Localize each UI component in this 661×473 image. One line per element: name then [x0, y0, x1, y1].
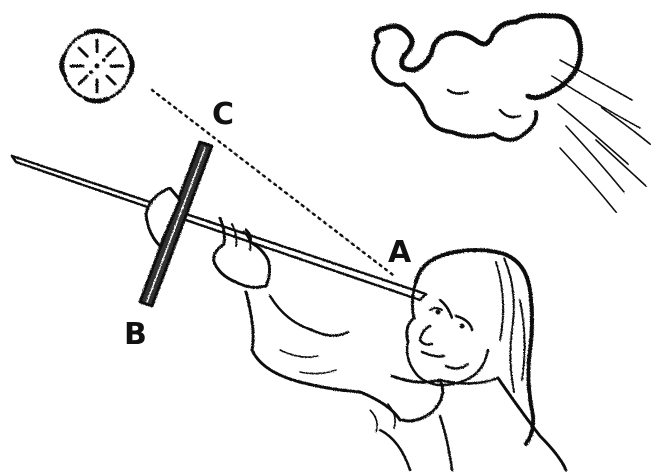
sun-icon: [61, 31, 133, 102]
label-a: A: [388, 235, 412, 270]
cloud-icon: [373, 16, 580, 140]
cross-staff-stick: [12, 156, 426, 300]
label-b: B: [124, 317, 147, 352]
label-c: C: [212, 97, 234, 132]
